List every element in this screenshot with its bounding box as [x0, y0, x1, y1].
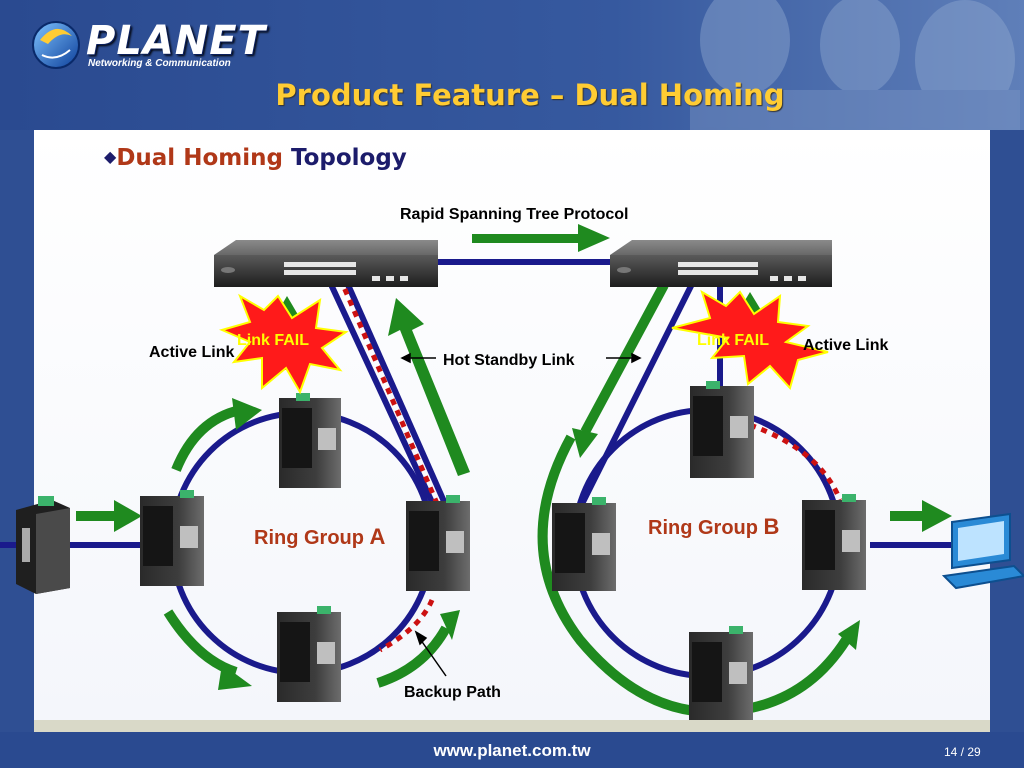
section-heading: ◆Dual Homing Topology — [104, 145, 407, 171]
ring-group-a-text: Ring Group — [254, 527, 364, 549]
ring-b-switch-right — [802, 494, 866, 590]
heading-dual-homing: Dual Homing — [116, 145, 283, 171]
page-number: 14 / 29 — [944, 745, 981, 759]
hot-standby-link-label: Hot Standby Link — [443, 352, 575, 369]
header-people-photo — [690, 0, 1020, 130]
ring-group-a-label: Ring Group A — [254, 524, 385, 550]
link-fail-left-label: Link FAIL — [237, 332, 309, 349]
link-fail-star-left — [219, 293, 349, 395]
backup-path-label: Backup Path — [404, 684, 501, 701]
ring-a-switch-right — [406, 495, 470, 591]
diamond-bullet-icon: ◆ — [104, 147, 117, 166]
ring-b-switch-top — [690, 381, 754, 478]
active-link-left-label: Active Link — [149, 344, 235, 361]
ring-a-switch-top — [279, 393, 341, 488]
brand-logo-text: PLANET — [86, 18, 266, 64]
planet-logo-icon — [32, 21, 80, 69]
backup-dashed-links — [337, 277, 843, 653]
ring-b-switch-bottom — [689, 626, 753, 720]
ring-group-a-letter: A — [369, 524, 386, 549]
ring-a-switch-bottom — [277, 606, 341, 702]
core-switch-left — [214, 240, 438, 287]
active-link-right-label: Active Link — [803, 337, 889, 354]
rstp-label: Rapid Spanning Tree Protocol — [400, 206, 629, 223]
slide-title: Product Feature – Dual Homing — [275, 78, 785, 112]
footer-url[interactable]: www.planet.com.tw — [433, 741, 591, 760]
link-fail-right-label: Link FAIL — [697, 332, 769, 349]
serial-device-server-icon — [16, 496, 70, 594]
heading-topology: Topology — [290, 145, 407, 171]
ring-a-switch-left — [140, 490, 204, 586]
ring-group-b-label: Ring Group B — [648, 514, 779, 540]
brand-tagline: Networking & Communication — [88, 58, 231, 69]
pc-computer-icon — [941, 512, 1024, 590]
ring-group-b-text: Ring Group — [648, 517, 758, 539]
ring-b-switch-left — [552, 497, 616, 591]
core-switch-right — [610, 240, 832, 287]
link-fail-star-right — [671, 289, 829, 391]
ring-group-b-letter: B — [763, 514, 780, 539]
